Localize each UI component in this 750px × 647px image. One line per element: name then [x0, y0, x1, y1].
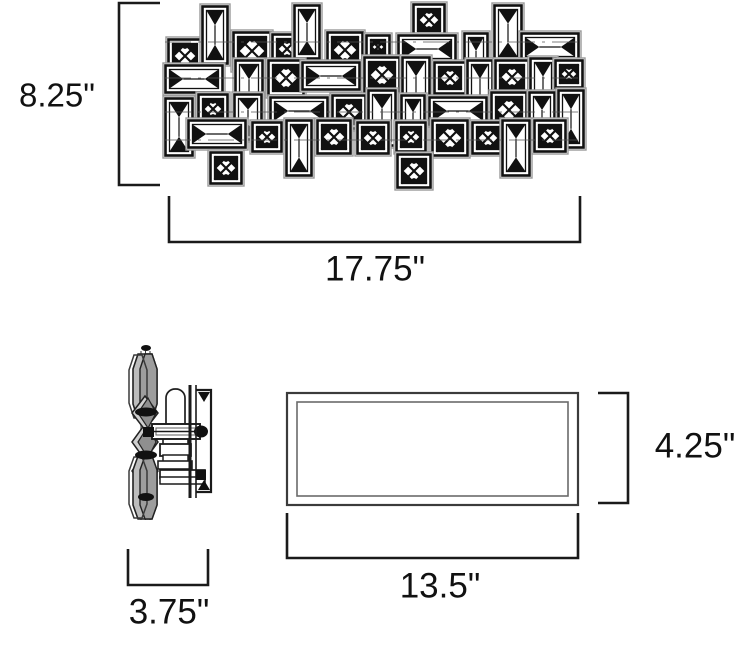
side-crystal-clamps	[135, 345, 157, 501]
square-crystal-icon	[363, 32, 393, 62]
depth-dimension-bracket	[126, 549, 210, 587]
dimension-depth-375: 3.75"	[126, 549, 210, 631]
square-crystal-icon	[314, 117, 354, 157]
square-crystal-icon	[531, 117, 569, 155]
horizontal-crystal-icon	[299, 59, 363, 93]
horizontal-crystal-icon	[162, 62, 226, 96]
dimension-height-825: 8.25"	[19, 1, 160, 187]
horizontal-crystal-icon	[185, 117, 249, 151]
square-crystal-icon	[552, 57, 586, 91]
square-crystal-icon	[393, 119, 429, 155]
backplate-height-label: 4.25"	[655, 426, 736, 465]
square-crystal-icon	[394, 151, 434, 191]
height-dimension-label: 8.25"	[19, 77, 95, 114]
side-cross-arm	[143, 423, 208, 440]
square-crystal-icon	[429, 117, 471, 159]
vertical-crystal-icon	[291, 2, 323, 62]
front-elevation-crystals	[162, 1, 587, 191]
square-crystal-icon	[492, 57, 532, 97]
dimension-backplate-height-425: 4.25"	[598, 391, 736, 505]
backplate-plan-view	[285, 391, 580, 507]
side-profile-view	[128, 345, 213, 520]
depth-dimension-label: 3.75"	[129, 592, 210, 631]
backplate-height-bracket	[598, 391, 630, 505]
side-crystal-lower	[128, 455, 158, 520]
dimension-width-1775: 17.75"	[167, 196, 582, 288]
backplate-inner-rect	[296, 401, 569, 497]
height-dimension-bracket	[117, 1, 160, 187]
side-wall-plate	[188, 385, 213, 498]
vertical-crystal-icon	[199, 3, 231, 67]
square-crystal-icon	[354, 119, 392, 157]
vertical-crystal-icon	[464, 57, 496, 119]
width-dimension-bracket	[167, 196, 582, 244]
square-crystal-icon	[249, 119, 285, 155]
vertical-crystal-icon	[283, 117, 315, 179]
backplate-width-bracket	[285, 513, 580, 560]
square-crystal-icon	[207, 149, 245, 187]
backplate-width-label: 13.5"	[400, 566, 481, 605]
side-lower-bracket	[159, 469, 206, 485]
vertical-crystal-icon	[499, 117, 533, 179]
dimension-backplate-width-135: 13.5"	[285, 513, 580, 605]
width-dimension-label: 17.75"	[325, 249, 425, 288]
